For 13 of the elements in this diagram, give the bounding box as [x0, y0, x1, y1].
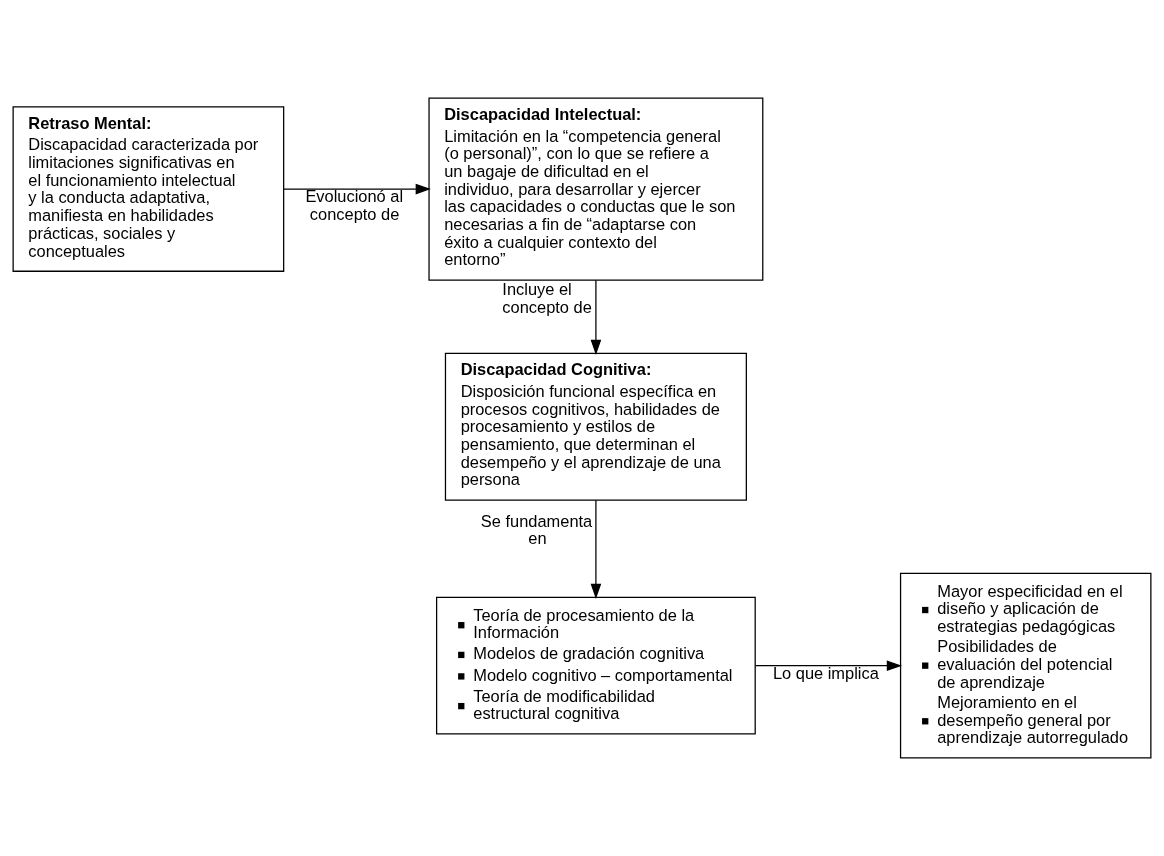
arrow — [754, 660, 902, 671]
arrow — [590, 499, 602, 599]
arrow — [283, 183, 431, 195]
node-box: Discapacidad Cognitiva: Disposición funcional específica en procesos cognitivos, habilidades de procesamiento y estilos de pensamiento, que determinan el desempeño y el aprendizaje de una persona — [444, 352, 747, 501]
edge-label: Se fundamenta en — [480, 511, 593, 548]
arrow — [590, 279, 602, 356]
node-box: Teoría de procesamiento de la Información Modelos de gradación cognitiva Modelo cognitivo – comportamental Teoría de modificabilidad estructural cognitiva — [436, 596, 756, 735]
node-box: Retraso Mental: Discapacidad caracterizada por limitaciones significativas en el funcionamiento intelectual y la conducta adaptativa, manifiesta en habilidades prácticas, sociales y conceptuales — [12, 106, 285, 272]
edge-label: Incluye el concepto de — [502, 279, 592, 316]
edge-label: Evolucionó al concepto de — [305, 187, 404, 223]
edge-label: Lo que implica — [772, 663, 879, 682]
node-box: Mayor especificidad en el diseño y aplicación de estrategias pedagógicas Posibilidades de evaluación del potencial de aprendizaje Mejoramiento en el desempeño general por aprendizaje autorregulado — [899, 572, 1152, 759]
node-box: Discapacidad Intelectual: Limitación en la “competencia general (o personal)”, con lo que se refiere a un bagaje de dificultad en el individuo, para desarrollar y ejercer las capacidades o conductas que le son necesarias a fin de “adaptarse con éxito a cualquier contexto del entorno” — [428, 97, 764, 281]
